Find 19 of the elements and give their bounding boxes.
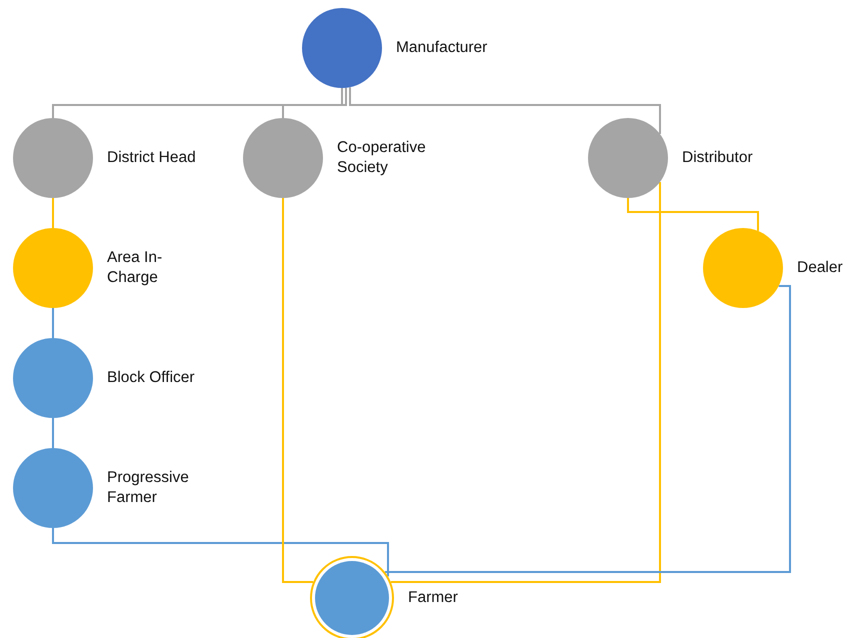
node-label: District Head: [107, 148, 197, 168]
node-label: Area In-Charge: [107, 248, 164, 288]
connector-line: [52, 528, 389, 576]
connector-line: [282, 88, 347, 118]
connector-line: [52, 198, 54, 228]
connector-line: [390, 182, 661, 583]
connector-line: [52, 88, 343, 118]
node-label: Dealer: [797, 258, 844, 278]
node-label: Manufacturer: [396, 38, 488, 58]
node-label: Farmer: [408, 588, 459, 608]
connector-line: [627, 198, 759, 231]
connector-line: [52, 308, 54, 338]
node-label: Distributor: [682, 148, 754, 168]
node-label: Co-operative Society: [337, 138, 427, 178]
node-label: Block Officer: [107, 368, 196, 388]
connector-line: [52, 418, 54, 448]
node-label: Progressive Farmer: [107, 468, 190, 508]
connector-line: [282, 198, 314, 583]
connector-line: [384, 285, 791, 573]
